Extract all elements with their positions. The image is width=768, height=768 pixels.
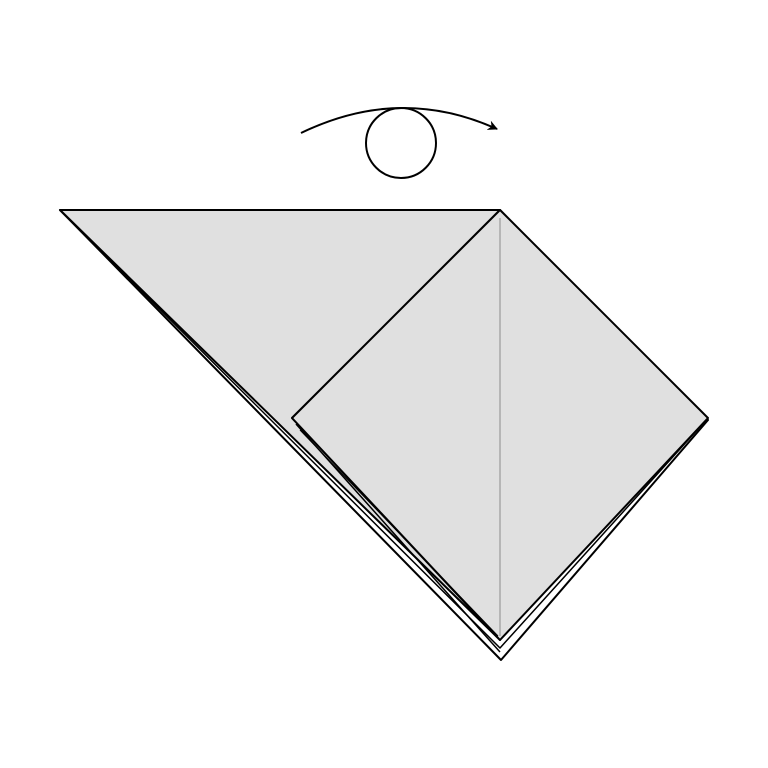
inner-layer-edge [295, 423, 501, 653]
turn-over-symbol [300, 106, 498, 179]
folded-paper [59, 209, 709, 661]
inner-layer-edge-2 [299, 429, 499, 637]
middle-layer-edge [61, 211, 709, 649]
turn-over-circle [365, 107, 437, 179]
turn-over-arrow [300, 106, 498, 134]
